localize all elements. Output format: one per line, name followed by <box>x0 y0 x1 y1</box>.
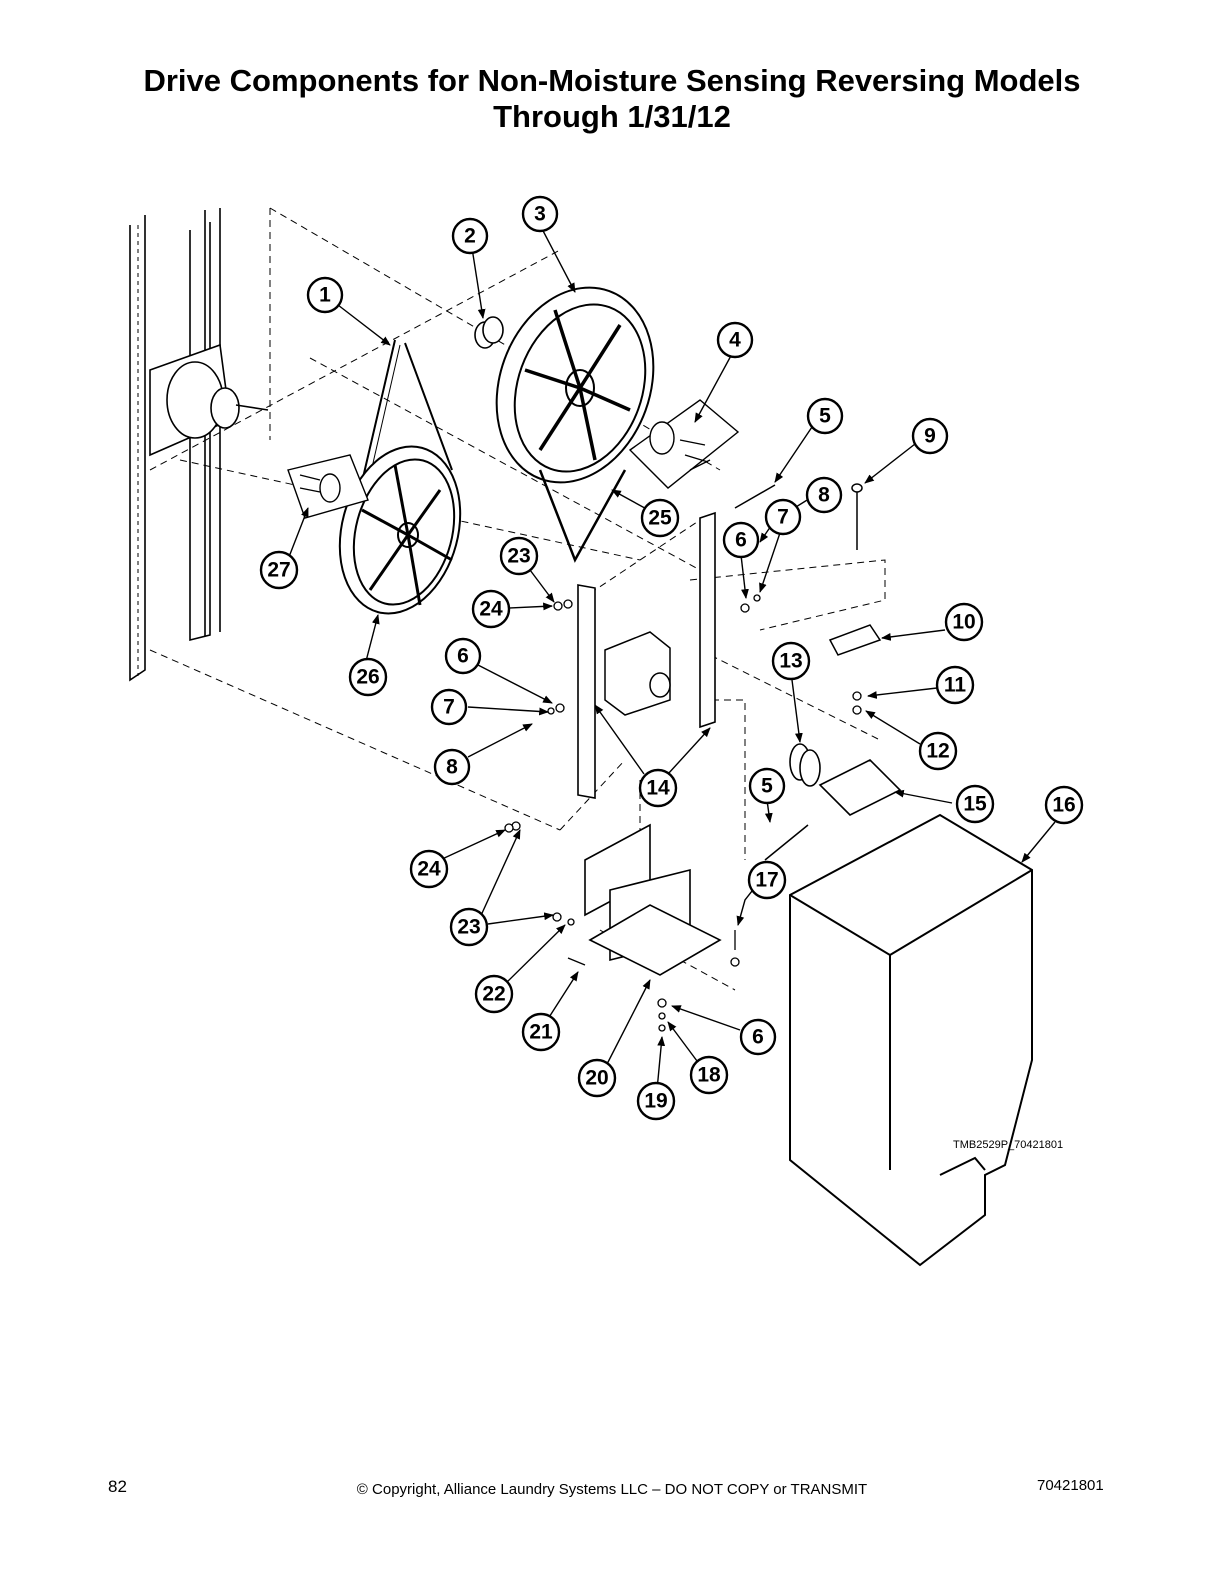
callout-10: 10 <box>944 602 984 642</box>
svg-text:10: 10 <box>952 611 975 634</box>
large-drive-pulley <box>495 286 655 484</box>
svg-text:5: 5 <box>819 405 831 428</box>
callout-20: 20 <box>577 1058 617 1098</box>
svg-text:7: 7 <box>777 506 789 529</box>
svg-text:22: 22 <box>482 983 505 1006</box>
svg-text:15: 15 <box>963 793 987 816</box>
svg-text:6: 6 <box>752 1026 764 1049</box>
motor <box>149 343 269 457</box>
gearbox <box>604 631 671 716</box>
callout-23b: 23 <box>499 536 539 576</box>
svg-text:19: 19 <box>644 1090 667 1113</box>
callout-7b: 7 <box>430 688 468 726</box>
svg-text:26: 26 <box>356 666 379 689</box>
svg-text:21: 21 <box>529 1021 553 1044</box>
svg-text:3: 3 <box>534 203 546 226</box>
callout-9: 9 <box>911 417 949 455</box>
adjusting-bracket <box>828 624 882 656</box>
callout-24: 24 <box>409 849 449 889</box>
callout-2: 2 <box>451 217 489 255</box>
callout-15: 15 <box>955 784 995 824</box>
callout-5: 5 <box>806 397 844 435</box>
svg-text:14: 14 <box>646 777 670 800</box>
page-title: Drive Components for Non-Moisture Sensin… <box>143 63 1081 98</box>
callout-13: 13 <box>771 641 811 681</box>
svg-text:5: 5 <box>761 775 773 798</box>
motor-pulley-bushing <box>287 454 369 519</box>
callout-4: 4 <box>716 321 754 359</box>
callout-8b: 8 <box>433 748 471 786</box>
callout-24b: 24 <box>471 589 511 629</box>
svg-text:8: 8 <box>818 484 830 507</box>
large-pulley-bushing <box>628 399 740 489</box>
svg-text:24: 24 <box>417 858 441 881</box>
drawing-reference: TMB2529P_70421801 <box>953 1139 1064 1151</box>
svg-text:7: 7 <box>443 696 455 719</box>
callout-19: 19 <box>636 1081 676 1121</box>
callout-27: 27 <box>259 550 299 590</box>
callout-23: 23 <box>449 907 489 947</box>
svg-text:23: 23 <box>507 545 530 568</box>
svg-text:23: 23 <box>457 916 480 939</box>
svg-text:6: 6 <box>457 645 469 668</box>
svg-text:11: 11 <box>944 674 967 697</box>
svg-text:24: 24 <box>479 598 503 621</box>
svg-text:2: 2 <box>464 225 476 248</box>
callout-6c: 6 <box>739 1018 777 1056</box>
callout-26: 26 <box>348 657 388 697</box>
callout-1: 1 <box>306 276 344 314</box>
callout-16: 16 <box>1044 785 1084 825</box>
copyright-notice: © Copyright, Alliance Laundry Systems LL… <box>356 1481 868 1498</box>
callout-14: 14 <box>638 768 678 808</box>
svg-text:12: 12 <box>926 740 949 763</box>
motor-pulley <box>338 445 462 615</box>
motor-plate <box>584 823 722 976</box>
mounting-brackets <box>577 511 716 799</box>
hardware <box>504 594 862 1032</box>
svg-text:25: 25 <box>648 507 672 530</box>
callout-22: 22 <box>474 974 514 1014</box>
callout-6: 6 <box>722 521 760 559</box>
svg-text:20: 20 <box>585 1067 608 1090</box>
callout-21: 21 <box>521 1012 561 1052</box>
svg-text:9: 9 <box>924 425 936 448</box>
callout-8: 8 <box>805 476 843 514</box>
callout-18: 18 <box>689 1055 729 1095</box>
coupling <box>789 743 902 816</box>
document-number: 70421801 <box>1037 1477 1104 1494</box>
svg-text:6: 6 <box>735 529 747 552</box>
svg-text:13: 13 <box>779 650 802 673</box>
callout-5b: 5 <box>748 767 786 805</box>
callout-12: 12 <box>918 731 958 771</box>
svg-text:17: 17 <box>755 869 778 892</box>
callout-7: 7 <box>764 498 802 536</box>
svg-text:27: 27 <box>267 559 290 582</box>
callout-17: 17 <box>747 860 787 900</box>
svg-text:18: 18 <box>697 1064 721 1087</box>
svg-text:16: 16 <box>1052 794 1075 817</box>
idler-spacer <box>474 316 504 349</box>
callout-11: 11 <box>935 665 975 705</box>
callout-25: 25 <box>640 498 680 538</box>
svg-text:4: 4 <box>729 329 741 352</box>
svg-text:8: 8 <box>446 756 458 779</box>
page-number: 82 <box>108 1477 127 1496</box>
bolts <box>734 483 863 861</box>
svg-text:1: 1 <box>319 284 331 307</box>
page-subtitle: Through 1/31/12 <box>493 99 731 134</box>
callout-3: 3 <box>521 195 559 233</box>
callout-6b: 6 <box>444 637 482 675</box>
drive-guard-housing <box>789 813 1033 1267</box>
drive-belt <box>538 469 627 563</box>
